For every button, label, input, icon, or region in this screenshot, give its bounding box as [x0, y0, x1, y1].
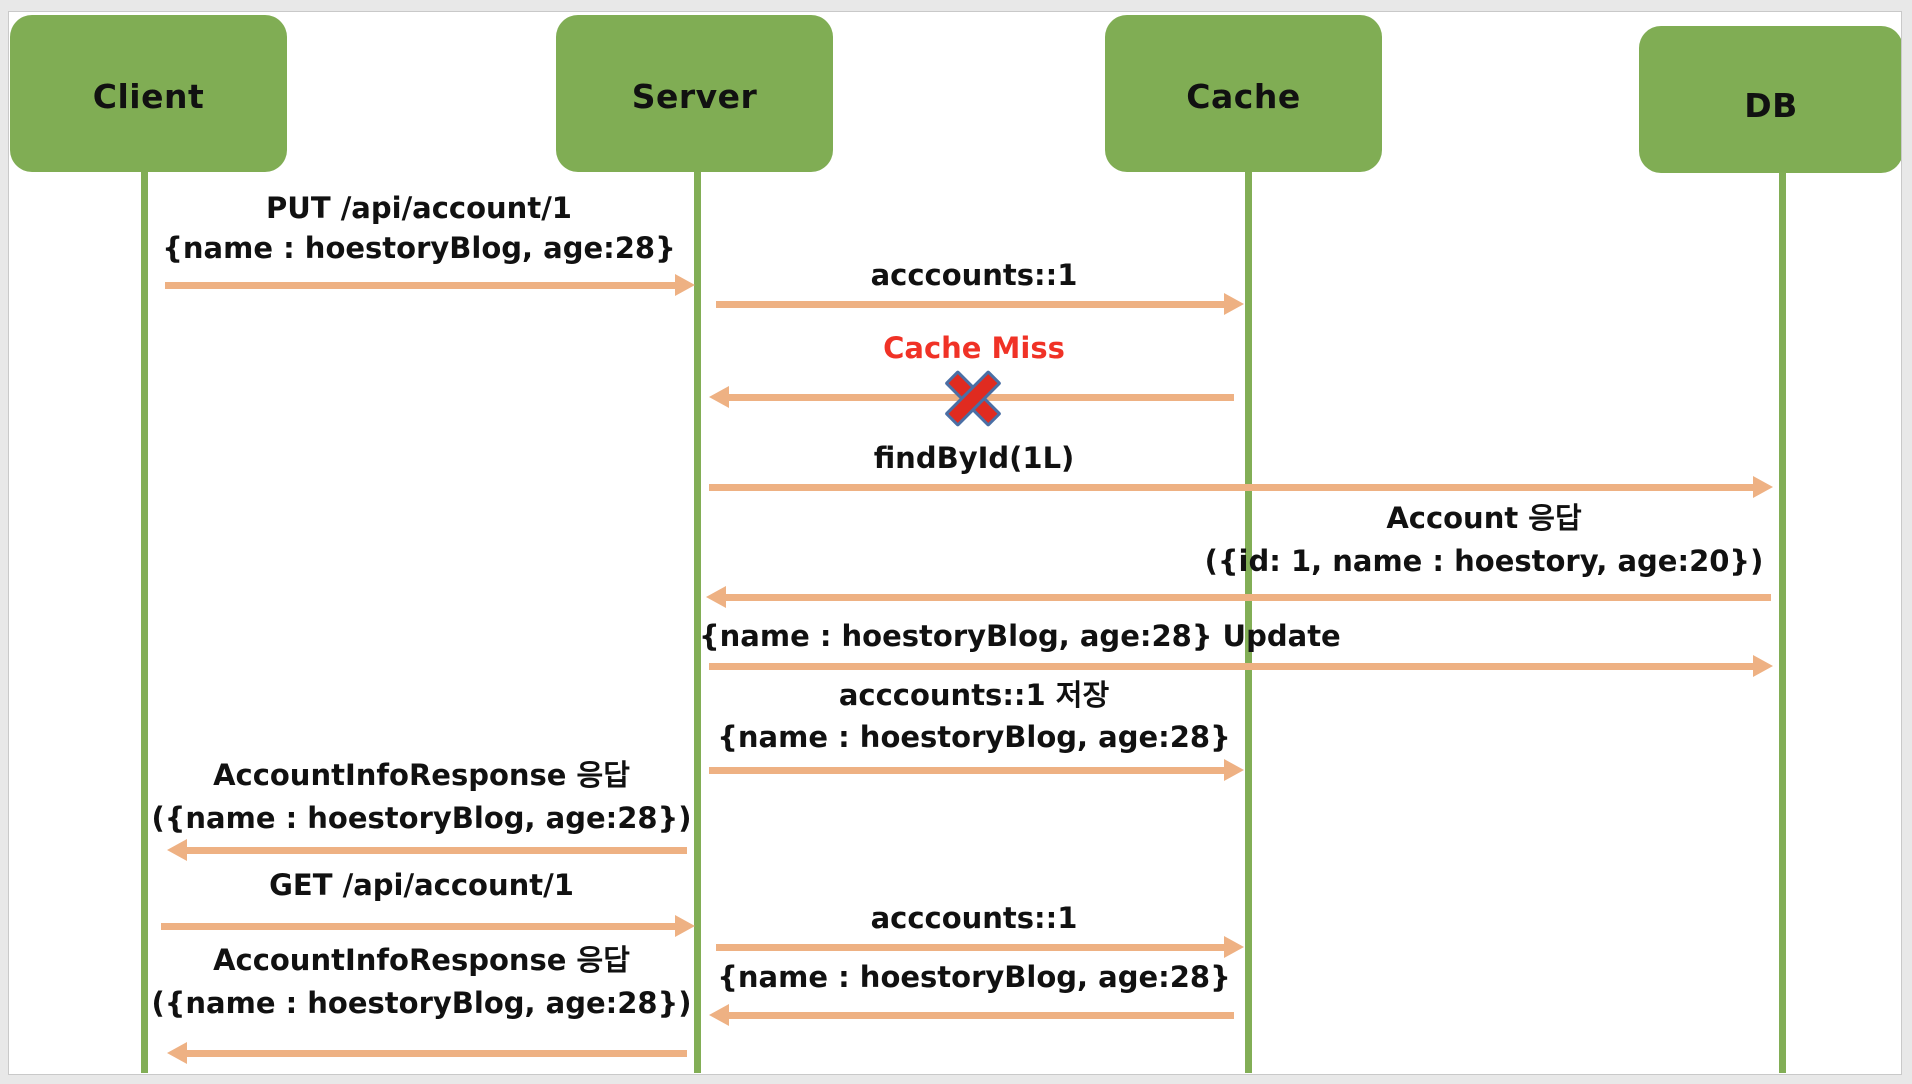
diagram-canvas: Client Server Cache DB PUT /api/account/…: [8, 11, 1902, 1075]
message-arrowhead-m3: [709, 386, 729, 408]
message-label-m12-line2: ({name : hoestoryBlog, age:28}): [151, 986, 692, 1020]
message-arrowhead-m6: [1753, 655, 1773, 677]
lifeline-cache: [1245, 172, 1252, 1073]
message-label-m7-line2: {name : hoestoryBlog, age:28}: [717, 720, 1231, 754]
message-label-m9-line1: GET /api/account/1: [269, 868, 574, 902]
message-label-m11-line1: {name : hoestoryBlog, age:28}: [717, 960, 1231, 994]
message-label-m1-line1: PUT /api/account/1: [266, 191, 572, 225]
message-label-m5-line2: ({id: 1, name : hoestory, age:20}): [1204, 544, 1764, 578]
participant-label-client: Client: [92, 77, 205, 116]
participant-label-db: DB: [1744, 86, 1798, 125]
participant-box-client[interactable]: Client: [10, 15, 287, 172]
message-arrowhead-m12: [167, 1042, 187, 1064]
message-label-m8-line2: ({name : hoestoryBlog, age:28}): [151, 801, 692, 835]
participant-box-server[interactable]: Server: [556, 15, 833, 172]
message-label-m6-line1: {name : hoestoryBlog, age:28} Update: [699, 619, 1341, 653]
message-line-m11[interactable]: [721, 1012, 1234, 1019]
message-arrowhead-m2: [1224, 293, 1244, 315]
message-arrowhead-m8: [167, 839, 187, 861]
message-arrowhead-m5: [706, 586, 726, 608]
message-label-m8-line1: AccountInfoResponse 응답: [213, 758, 630, 792]
participant-box-cache[interactable]: Cache: [1105, 15, 1382, 172]
message-arrowhead-m1: [675, 274, 695, 296]
message-label-m5-line1: Account 응답: [1386, 501, 1582, 535]
message-line-m12[interactable]: [179, 1050, 687, 1057]
lifeline-client: [141, 172, 148, 1073]
message-label-m4-line1: findById(1L): [873, 441, 1075, 475]
message-line-m6[interactable]: [709, 663, 1755, 670]
lifeline-db: [1779, 172, 1786, 1073]
message-arrowhead-m11: [709, 1004, 729, 1026]
message-label-m1-line2: {name : hoestoryBlog, age:28}: [162, 231, 676, 265]
message-line-m5[interactable]: [718, 594, 1771, 601]
message-line-m2[interactable]: [716, 301, 1226, 308]
lifeline-server: [694, 172, 701, 1073]
message-label-m2-line1: acccounts::1: [870, 258, 1078, 292]
message-line-m8[interactable]: [179, 847, 687, 854]
message-label-m10-line1: acccounts::1: [870, 901, 1078, 935]
message-label-m7-line1: acccounts::1 저장: [838, 678, 1110, 712]
message-line-m1[interactable]: [165, 282, 677, 289]
participant-label-cache: Cache: [1186, 77, 1301, 116]
cache-miss-x-icon: [942, 367, 1004, 429]
message-arrowhead-m9: [675, 915, 695, 937]
message-line-m10[interactable]: [716, 944, 1226, 951]
message-line-m7[interactable]: [709, 767, 1226, 774]
message-label-m3-line1: Cache Miss: [883, 331, 1065, 365]
message-line-m4[interactable]: [709, 484, 1755, 491]
participant-label-server: Server: [631, 77, 758, 116]
participant-box-db[interactable]: DB: [1639, 26, 1901, 173]
message-line-m9[interactable]: [161, 923, 677, 930]
message-arrowhead-m4: [1753, 476, 1773, 498]
message-arrowhead-m10: [1224, 936, 1244, 958]
message-arrowhead-m7: [1224, 759, 1244, 781]
message-label-m12-line1: AccountInfoResponse 응답: [213, 943, 630, 977]
